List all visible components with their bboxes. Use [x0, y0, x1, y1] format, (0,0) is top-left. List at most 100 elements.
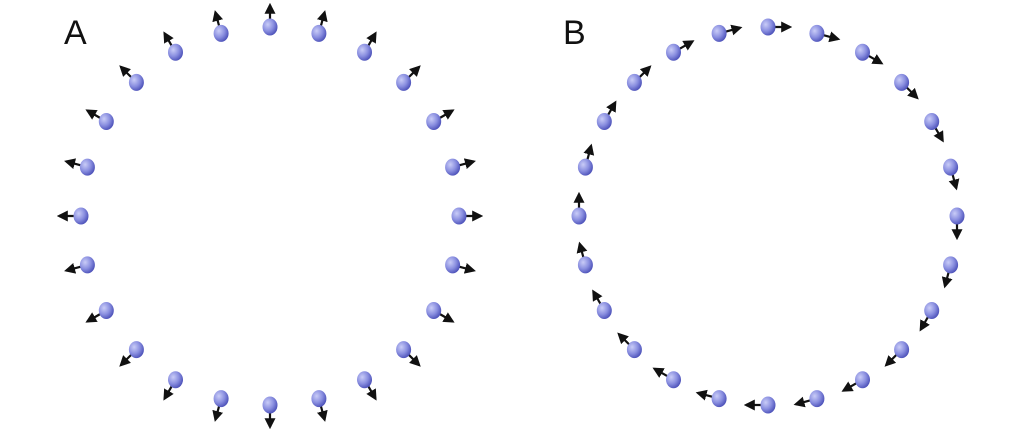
particle — [451, 207, 484, 225]
particle-sphere — [596, 302, 612, 319]
particle-sphere — [262, 18, 278, 36]
particle — [666, 40, 695, 61]
particle-sphere — [855, 43, 870, 61]
particle — [711, 24, 743, 42]
particle-sphere — [426, 113, 442, 130]
particle — [924, 113, 944, 143]
particle — [617, 332, 642, 359]
particle-sphere — [451, 207, 467, 225]
particle — [85, 302, 114, 323]
particle-sphere — [577, 256, 593, 274]
particle — [855, 43, 884, 65]
panel-b-particles — [571, 18, 965, 414]
particle-sphere — [809, 24, 825, 42]
particle — [592, 289, 612, 319]
particle — [311, 10, 328, 42]
particle — [119, 341, 144, 367]
particle — [793, 390, 825, 408]
particle-sphere — [571, 207, 587, 225]
particle — [894, 73, 919, 100]
particle-sphere — [128, 73, 144, 91]
particle-sphere — [168, 43, 183, 61]
particle — [743, 396, 776, 414]
particle — [119, 65, 144, 91]
particle — [884, 341, 910, 367]
particle — [445, 158, 476, 176]
particle-sphere — [128, 341, 144, 359]
particle — [941, 256, 959, 289]
particle — [64, 158, 95, 176]
particle — [163, 31, 183, 61]
panel-a: A — [56, 2, 484, 430]
particle — [809, 24, 841, 43]
particle-sphere — [79, 158, 95, 176]
particle — [262, 396, 278, 430]
particle-sphere — [924, 113, 940, 130]
particle-sphere — [760, 396, 776, 414]
particle-sphere — [445, 256, 461, 274]
particle-sphere — [577, 158, 593, 176]
particle — [943, 158, 960, 191]
particle — [841, 371, 870, 392]
particle-sphere — [357, 43, 372, 61]
particle — [64, 256, 95, 274]
particle-sphere — [79, 256, 95, 274]
particle-sphere — [855, 371, 870, 389]
particle-sphere — [426, 302, 442, 319]
particle-sphere — [626, 341, 642, 359]
particle-sphere — [98, 302, 114, 319]
particle-sphere — [894, 341, 910, 359]
panel-b-label: B — [563, 14, 586, 52]
particle — [596, 100, 617, 130]
particle-sphere — [809, 390, 825, 408]
particle-sphere — [626, 73, 642, 91]
particle-sphere — [445, 158, 461, 176]
particle-sphere — [711, 390, 727, 408]
particle-sphere — [666, 371, 681, 389]
particle-sphere — [73, 207, 89, 225]
particle-sphere — [924, 302, 940, 319]
particle-sphere — [213, 390, 229, 408]
particle — [426, 109, 455, 130]
particle — [652, 367, 681, 389]
particle — [760, 18, 793, 36]
panel-b: B — [563, 14, 965, 414]
particle-sphere — [596, 113, 612, 130]
particle-sphere — [311, 390, 327, 408]
particle-sphere — [943, 158, 959, 176]
particle — [163, 371, 183, 401]
particle — [85, 109, 114, 130]
particle — [357, 371, 377, 401]
particle-sphere — [396, 341, 412, 359]
particle-sphere — [213, 24, 229, 42]
particle — [426, 302, 455, 323]
particle — [56, 207, 89, 225]
particle — [212, 10, 229, 42]
particle-sphere — [262, 396, 278, 414]
particle-sphere — [949, 207, 965, 225]
particle — [571, 191, 587, 225]
particle — [949, 207, 965, 241]
particle — [311, 390, 328, 422]
particle — [212, 390, 229, 422]
particle-sphere — [396, 73, 412, 91]
particle — [445, 256, 476, 274]
particle — [576, 241, 593, 274]
particle-sphere — [168, 371, 183, 389]
particle-sphere — [98, 113, 114, 130]
particle — [577, 143, 595, 176]
particle — [626, 65, 652, 91]
particle-sphere — [311, 24, 327, 42]
particle-sphere — [357, 371, 372, 389]
particle — [919, 302, 940, 332]
particle — [396, 341, 421, 367]
particle-sphere — [943, 256, 959, 274]
panel-a-label: A — [64, 14, 87, 52]
particle — [695, 389, 727, 408]
particle — [262, 2, 278, 36]
particle — [357, 31, 377, 61]
particle-sphere — [711, 24, 727, 42]
particle-sphere — [760, 18, 776, 36]
particle-sphere — [894, 73, 910, 91]
